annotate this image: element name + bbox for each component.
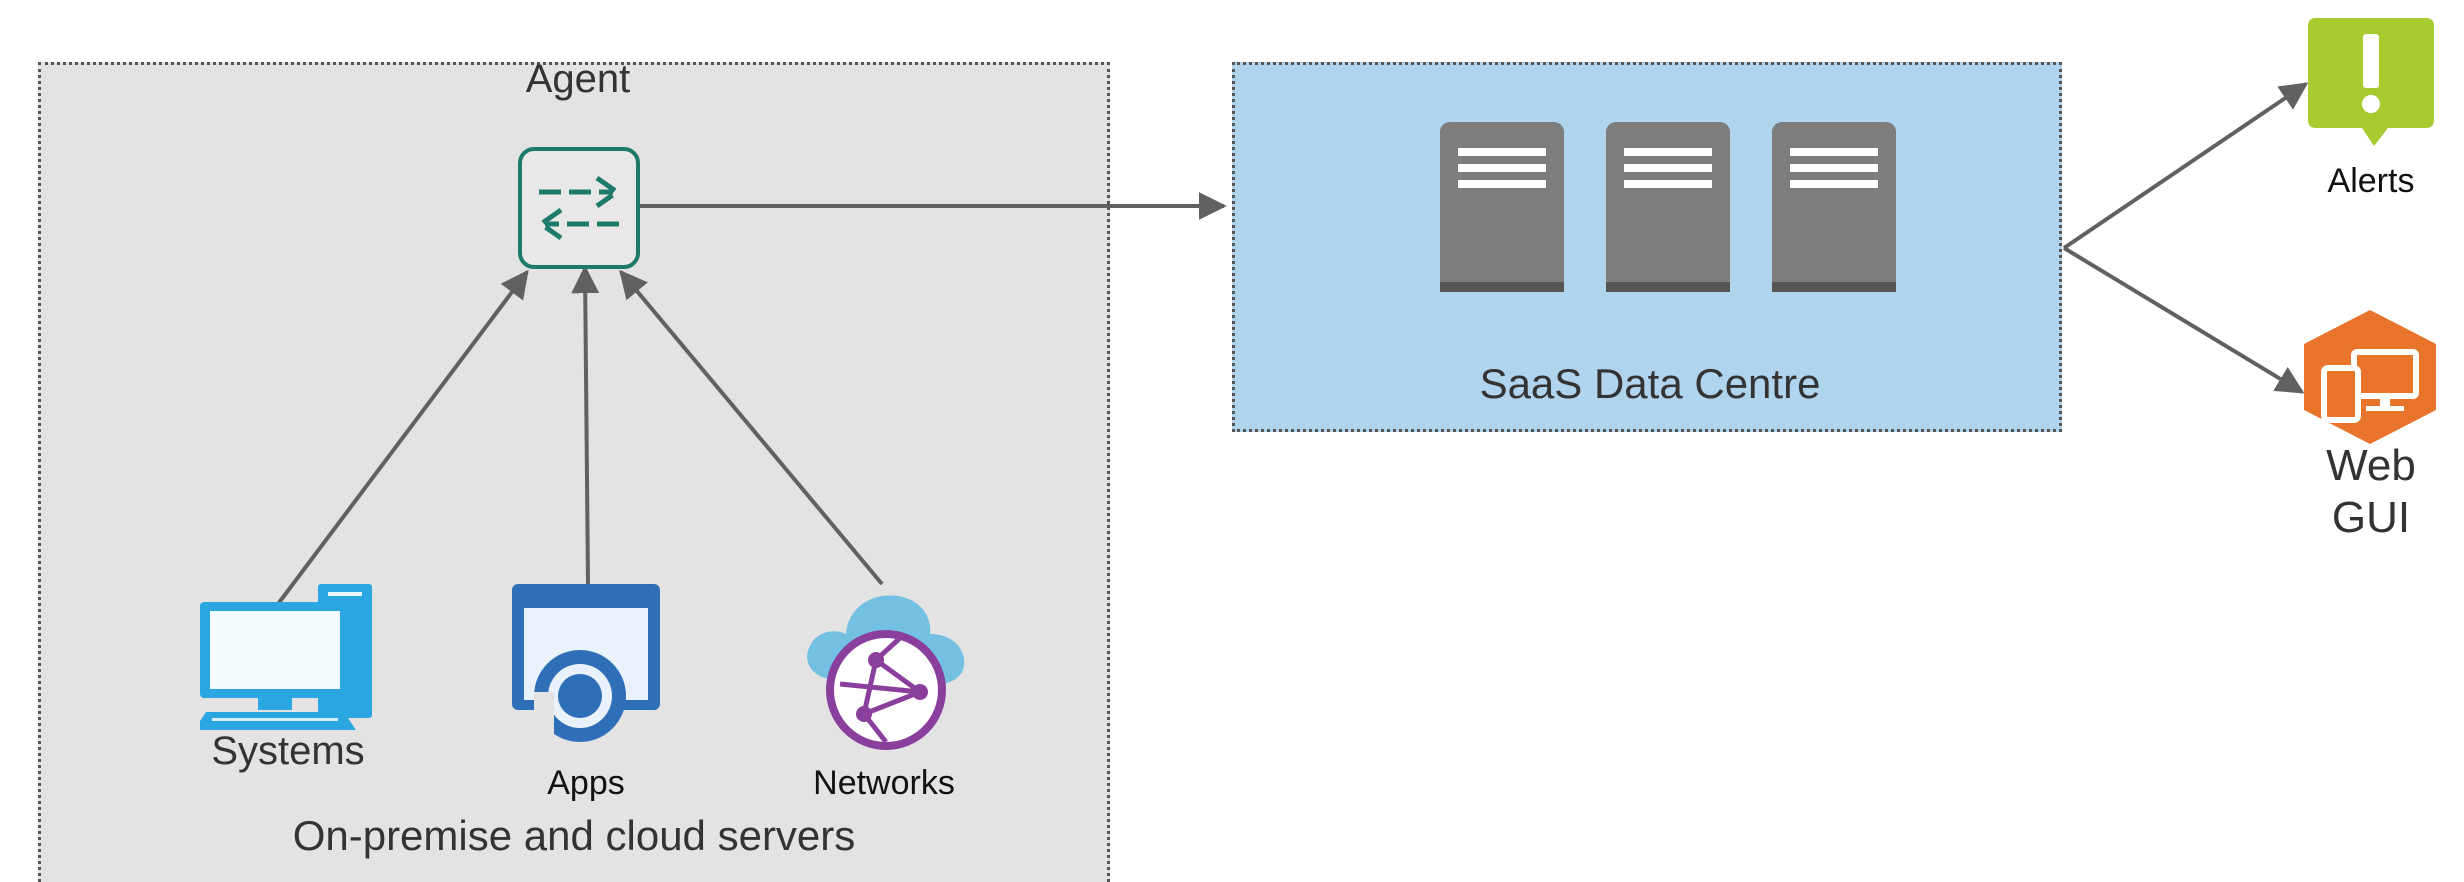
server-icon <box>1440 122 1564 292</box>
arrow-saas-to-webgui <box>2062 246 2305 394</box>
agent-transfer-icon <box>518 147 640 269</box>
server-icon <box>1772 122 1896 292</box>
alert-icon <box>2308 18 2434 146</box>
saas-label: SaaS Data Centre <box>1479 360 1821 407</box>
source-label-systems: Systems <box>211 729 365 773</box>
arrow-systems-to-agent <box>276 269 529 606</box>
application-icon <box>512 584 660 750</box>
desktop-computer-icon <box>200 584 372 730</box>
arrow-networks-to-agent <box>619 269 884 586</box>
output-label-alerts: Alerts <box>2327 162 2415 200</box>
arrow-saas-to-alerts <box>2062 82 2309 250</box>
onprem-caption: On-premise and cloud servers <box>292 812 856 859</box>
output-label-webgui: Web GUI <box>2291 440 2451 544</box>
source-label-networks: Networks <box>813 764 955 802</box>
webgui-label-line-2: GUI <box>2331 493 2411 542</box>
source-label-apps: Apps <box>547 764 625 802</box>
cloud-network-icon <box>807 595 965 750</box>
server-icon <box>1606 122 1730 292</box>
agent-title: Agent <box>525 57 631 101</box>
webgui-label-line-1: Web <box>2326 441 2416 490</box>
arrow-apps-to-agent <box>571 265 600 585</box>
web-gui-icon <box>2304 310 2436 444</box>
